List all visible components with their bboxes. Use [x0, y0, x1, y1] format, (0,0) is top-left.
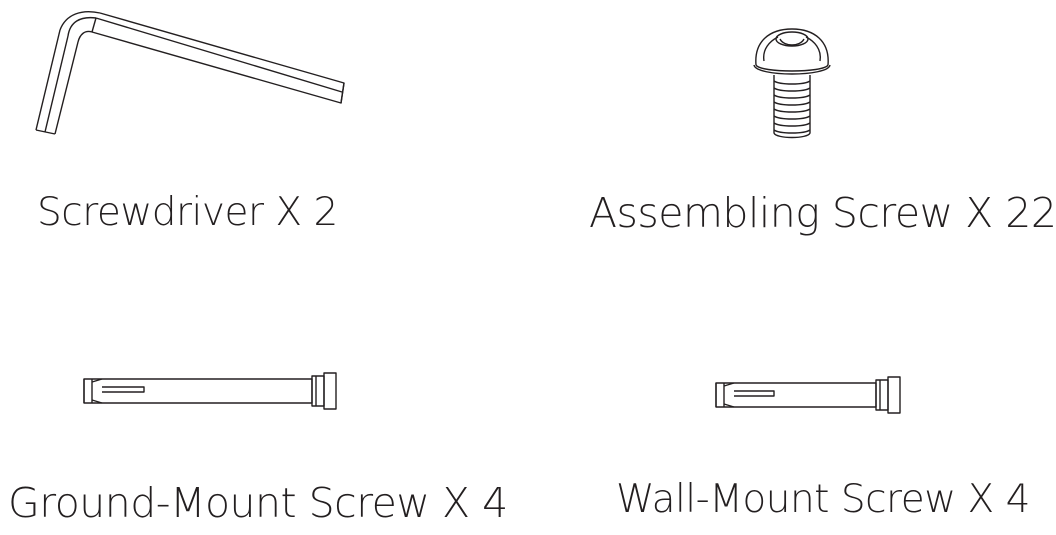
part-label-wall-mount-screw: Wall-Mount Screw X 4 [616, 477, 1030, 522]
part-label-screwdriver: Screwdriver X 2 [37, 190, 338, 235]
hex-key-icon [30, 10, 350, 140]
button-head-screw-icon [750, 25, 840, 145]
expansion-bolt-icon [80, 370, 340, 414]
part-label-assembling-screw: Assembling Screw X 22 [589, 189, 1056, 237]
part-label-ground-mount-screw: Ground-Mount Screw X 4 [8, 479, 508, 527]
expansion-bolt-icon [712, 374, 912, 418]
